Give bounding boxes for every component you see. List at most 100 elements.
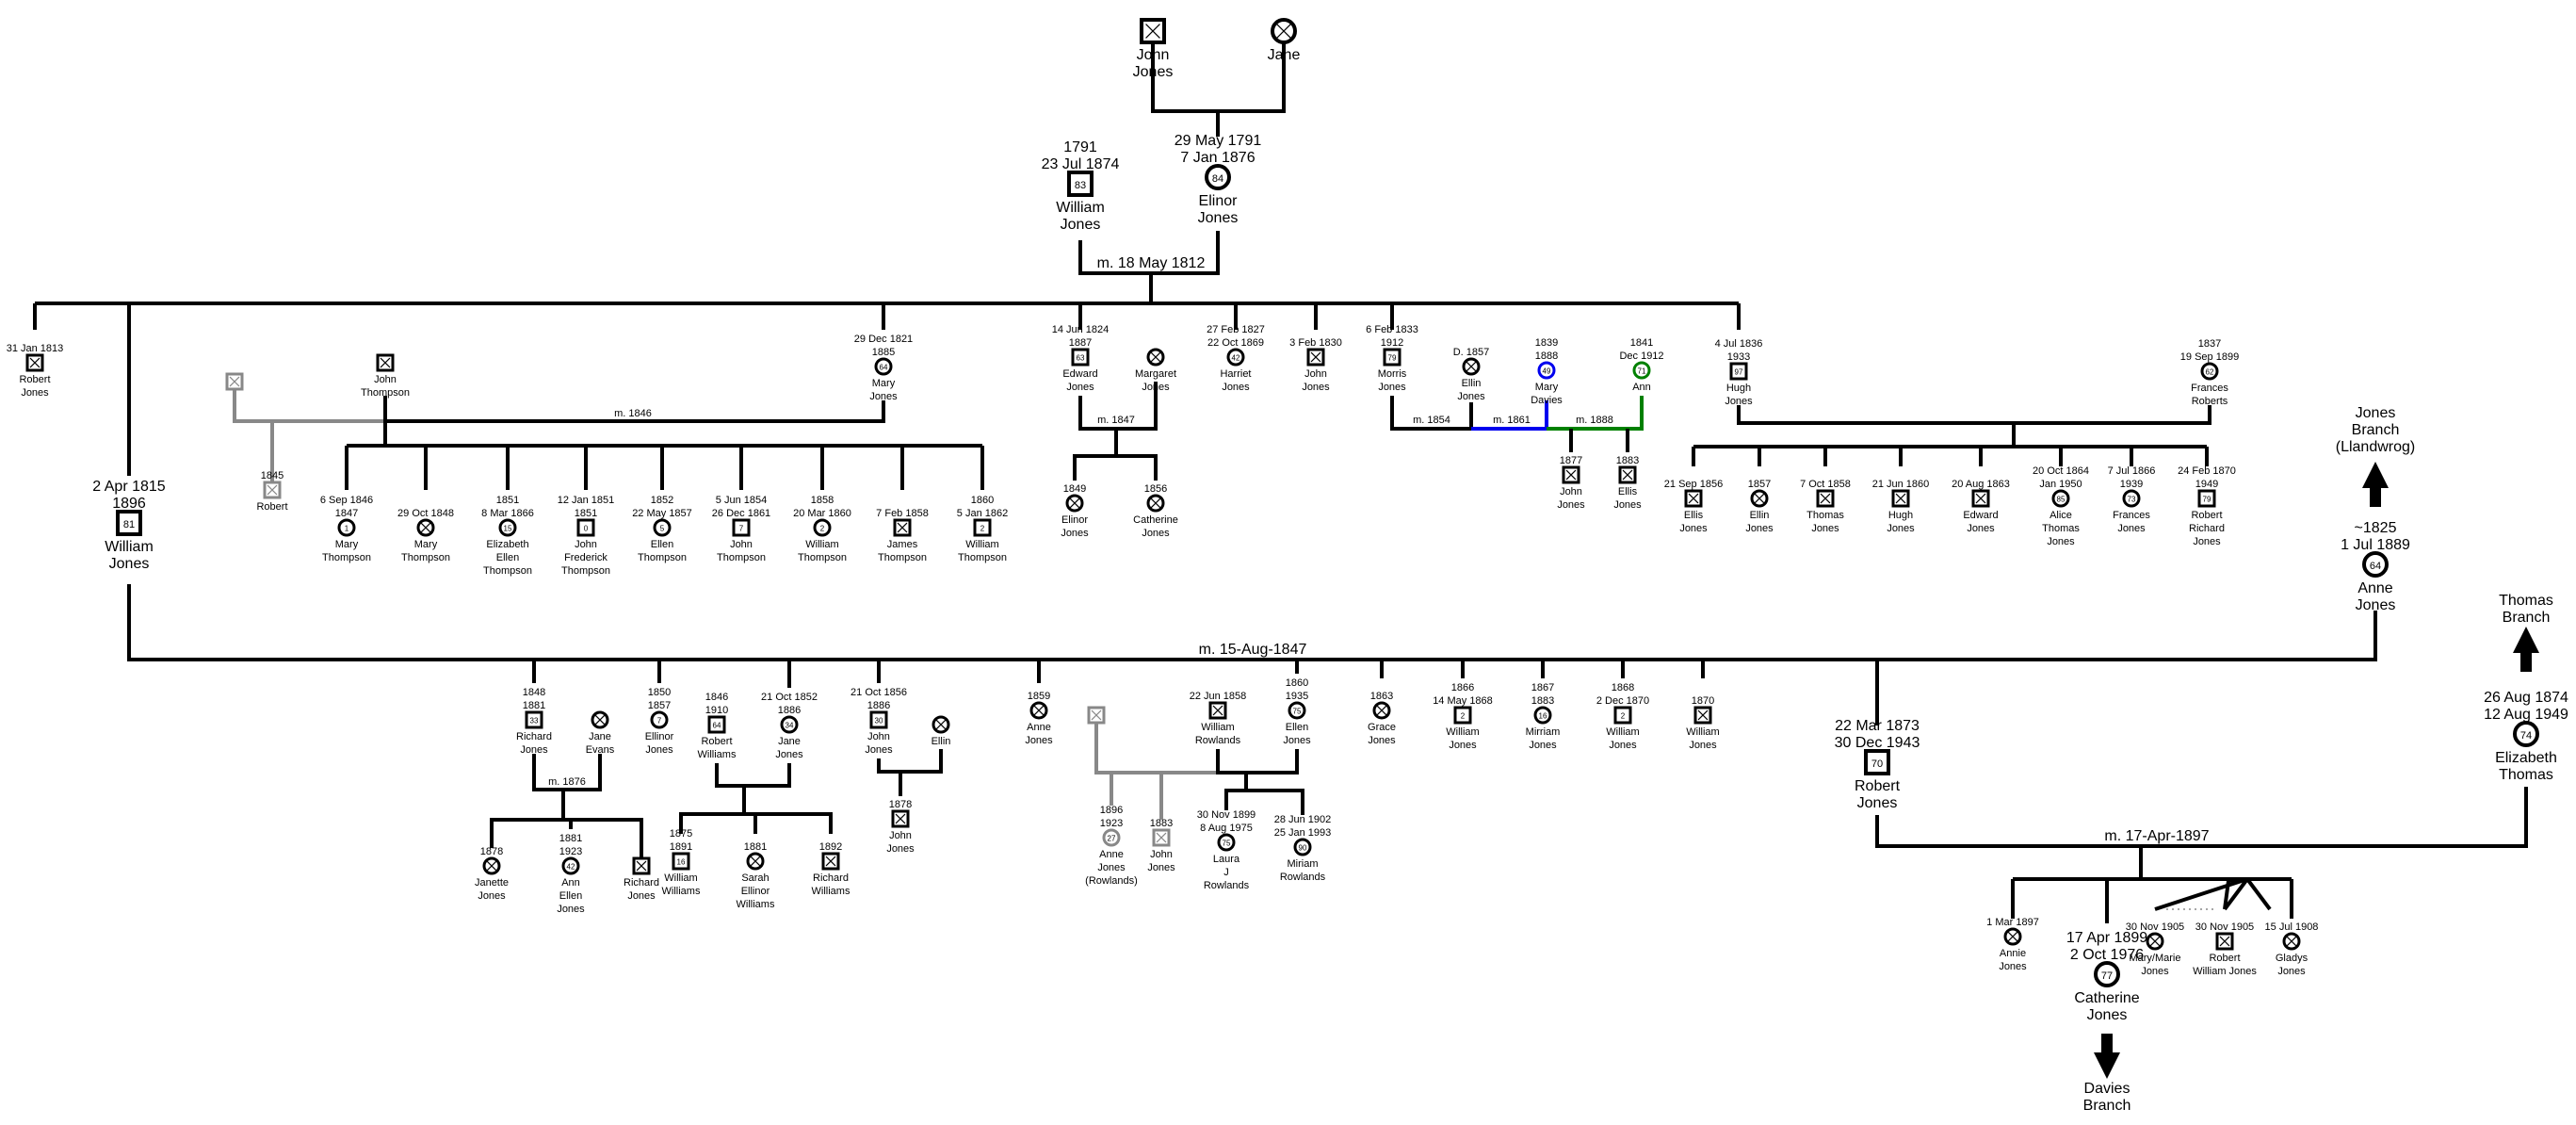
person-unknown-father-robert[interactable] — [225, 372, 244, 391]
arrow-up-icon[interactable] — [2362, 462, 2389, 507]
arrow-down-icon[interactable] — [2094, 1034, 2120, 1079]
person-name: Thompson — [717, 552, 766, 563]
person-name: Jones — [1557, 499, 1585, 511]
life-date: 28 Jun 1902 — [1274, 814, 1332, 825]
person-jane[interactable]: Jane — [1268, 18, 1301, 63]
life-date: 12 Jan 1851 — [558, 495, 615, 506]
life-date: 26 Dec 1861 — [712, 508, 770, 519]
person-name: Hugh — [1726, 383, 1751, 394]
person-name: Robert — [1855, 778, 1901, 794]
person-name: Sarah — [741, 872, 769, 884]
person-name: Thompson — [322, 552, 371, 563]
person-ellin-wife[interactable]: Ellin — [932, 715, 951, 747]
person-name: Ellinor — [645, 731, 674, 742]
person-name: Mirriam — [1526, 726, 1561, 738]
marriage-label: m. 15-Aug-1847 — [1199, 642, 1307, 658]
deceased-cross-icon — [1310, 351, 1321, 363]
age-badge: 73 — [2128, 496, 2136, 504]
person-name: Richard — [813, 872, 849, 884]
arrow-up-icon[interactable] — [2513, 627, 2539, 672]
age-badge: 75 — [1223, 840, 1231, 848]
deceased-cross-icon — [1145, 24, 1160, 39]
person-unknown-father-rowlands[interactable] — [1087, 706, 1106, 725]
life-date: 24 Feb 1870 — [2178, 465, 2236, 477]
deceased-cross-icon — [1754, 493, 1765, 504]
marriage-line-morris-ann — [1547, 396, 1644, 431]
person-name: Jones — [1142, 528, 1170, 539]
